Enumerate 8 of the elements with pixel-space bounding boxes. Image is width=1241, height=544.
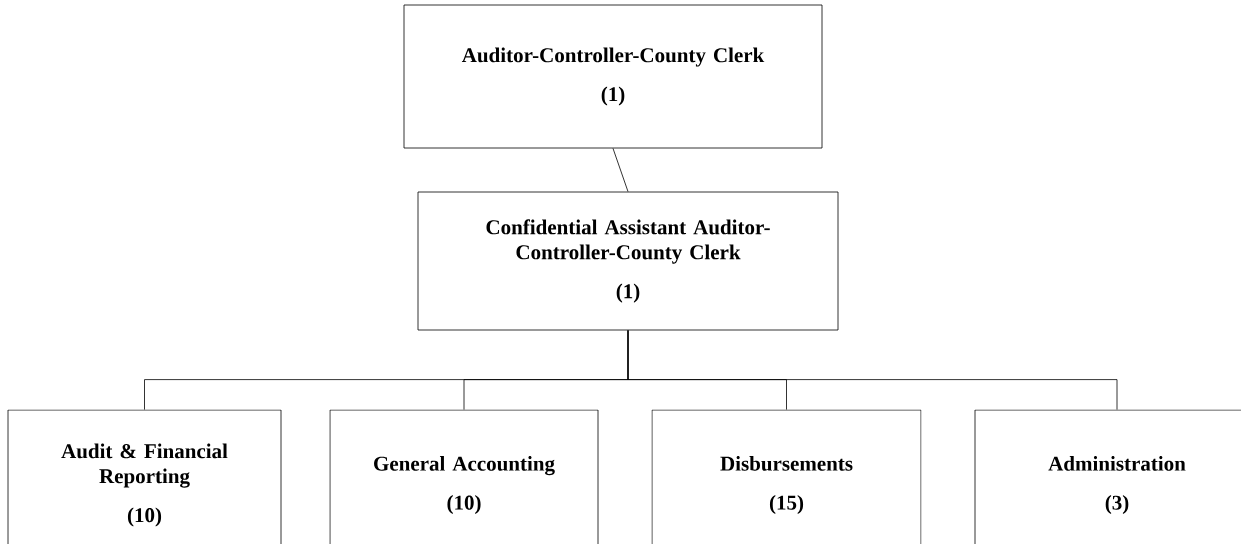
- org-box: Disbursements (15): [651, 409, 922, 544]
- org-box: Administration (3): [974, 409, 1241, 544]
- org-box: Confidential Assistant Auditor-Controller-County Clerk (1): [417, 191, 839, 331]
- org-box: Auditor-Controller-County Clerk (1): [403, 4, 823, 149]
- connector-line: [627, 330, 1118, 410]
- org-box: General Accounting (10): [329, 409, 599, 544]
- connector-line: [612, 148, 629, 192]
- org-box: Audit & Financial Reporting (10): [7, 409, 282, 544]
